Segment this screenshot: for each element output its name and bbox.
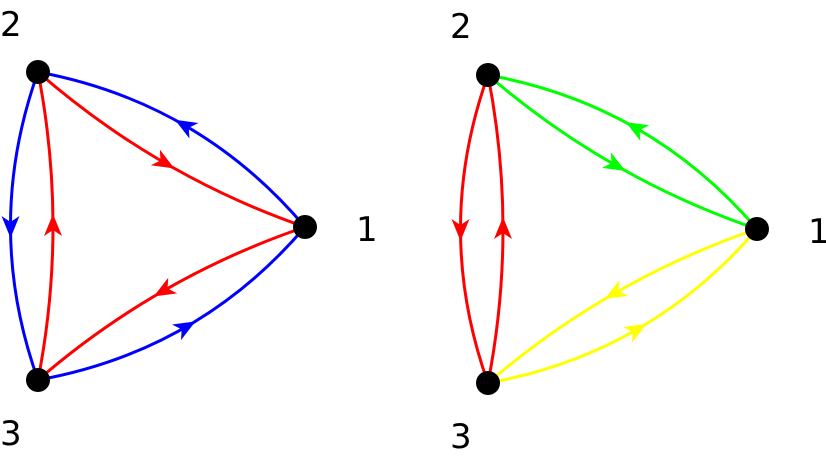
edge-1-to-3 (486, 227, 759, 385)
graph-right: 2 1 3 (450, 7, 826, 457)
node-label-1: 1 (356, 210, 378, 250)
edge-3-to-1 (36, 225, 307, 382)
arrowhead-1-to-2 (625, 122, 650, 141)
node-3 (26, 368, 50, 392)
arrowhead-2-to-3 (1, 216, 20, 238)
node-2 (26, 60, 50, 84)
arrowhead-3-to-2 (494, 217, 512, 239)
edge-2-to-1 (36, 70, 307, 229)
edge-1-to-2 (36, 70, 307, 229)
node-label-1: 1 (808, 212, 826, 252)
edge-2-to-1 (486, 73, 759, 231)
arrowhead-2-to-1 (601, 152, 626, 171)
node-2 (476, 63, 500, 87)
edge-1-to-2 (486, 73, 759, 231)
arrowhead-3-to-1 (172, 321, 196, 341)
node-label-2: 2 (0, 5, 22, 45)
arrowhead-3-to-2 (44, 214, 62, 236)
node-1 (745, 217, 769, 241)
graph-left: 2 1 3 (0, 5, 378, 454)
arrowhead-1-to-2 (174, 119, 199, 139)
node-3 (476, 371, 500, 395)
arrowhead-2-to-3 (451, 219, 470, 241)
node-label-3: 3 (450, 417, 472, 457)
arrowhead-2-to-1 (150, 149, 175, 169)
arrowhead-1-to-3 (153, 277, 178, 297)
node-label-3: 3 (0, 414, 22, 454)
node-1 (293, 215, 317, 239)
edge-1-to-3 (36, 225, 307, 382)
node-label-2: 2 (450, 7, 472, 47)
arrowhead-1-to-3 (604, 280, 629, 299)
arrowhead-3-to-1 (623, 323, 647, 343)
edge-3-to-1 (486, 227, 759, 385)
